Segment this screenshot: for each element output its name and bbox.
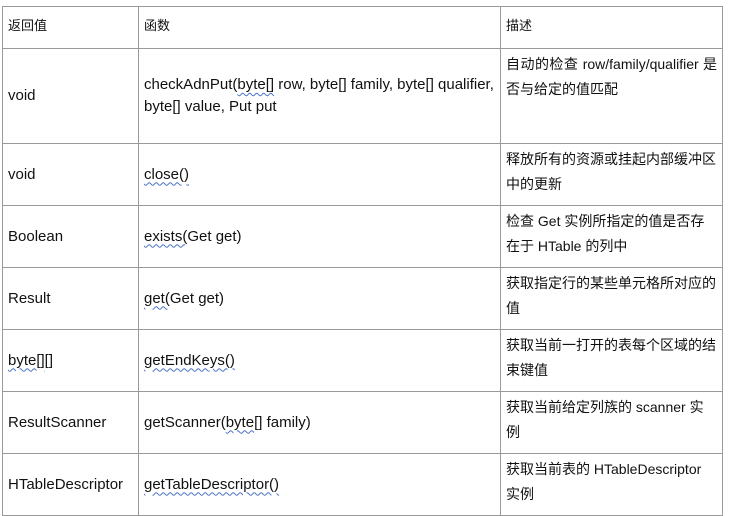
method-link-getendkeys[interactable]: getEndKeys() <box>144 351 235 369</box>
description-cell: 获取指定行的某些单元格所对应的值 <box>500 267 723 330</box>
return-type-cell: void <box>2 48 139 144</box>
table-row: void checkAdnPut(byte[] row, byte[] fami… <box>2 48 723 144</box>
table-row: byte[][] getEndKeys() 获取当前一打开的表每个区域的结束键值 <box>2 329 723 392</box>
description-cell: 自动的检查 row/family/qualifier 是否与给定的值匹配 <box>500 48 723 144</box>
function-params: Get get) <box>169 289 225 307</box>
function-params: family) <box>262 413 311 431</box>
return-type: ResultScanner <box>8 413 107 431</box>
return-type: void <box>8 87 36 104</box>
function-signature: getScanner( <box>144 413 226 431</box>
header-row: 返回值 函数 描述 <box>2 6 723 49</box>
return-type: void <box>8 165 36 183</box>
header-return-value: 返回值 <box>2 6 139 49</box>
table-row: Result get(Get get) 获取指定行的某些单元格所对应的值 <box>2 267 723 330</box>
method-link-gettabledescriptor[interactable]: getTableDescriptor() <box>144 475 280 493</box>
function-cell: getScanner(byte[] family) <box>138 391 501 454</box>
return-type-link[interactable]: byte[][] <box>8 351 54 369</box>
function-cell: checkAdnPut(byte[] row, byte[] family, b… <box>138 48 501 144</box>
description-cell: 释放所有的资源或挂起内部缓冲区中的更新 <box>500 143 723 206</box>
function-cell: getEndKeys() <box>138 329 501 392</box>
header-function: 函数 <box>138 6 501 49</box>
function-cell: exists(Get get) <box>138 205 501 268</box>
type-link[interactable]: byte[] <box>225 413 263 431</box>
method-link-get[interactable]: get( <box>144 289 170 307</box>
api-method-table: 返回值 函数 描述 void checkAdnPut(byte[] row, b… <box>2 6 723 516</box>
return-type: Boolean <box>8 227 64 245</box>
table-row: void close() 释放所有的资源或挂起内部缓冲区中的更新 <box>2 143 723 206</box>
table-row: HTableDescriptor getTableDescriptor() 获取… <box>2 453 723 516</box>
description-cell: 获取当前表的 HTableDescriptor 实例 <box>500 453 723 516</box>
return-type-cell: void <box>2 143 139 206</box>
table-row: ResultScanner getScanner(byte[] family) … <box>2 391 723 454</box>
description-cell: 获取当前一打开的表每个区域的结束键值 <box>500 329 723 392</box>
type-link[interactable]: byte[] <box>237 76 275 93</box>
return-type-cell: ResultScanner <box>2 391 139 454</box>
function-params: Get get) <box>187 227 242 245</box>
description-cell: 检查 Get 实例所指定的值是否存在于 HTable 的列中 <box>500 205 723 268</box>
return-type-cell: byte[][] <box>2 329 139 392</box>
function-params: row, byte[] family, byte[] qualifier, by… <box>144 76 494 115</box>
return-type-cell: HTableDescriptor <box>2 453 139 516</box>
table-row: Boolean exists(Get get) 检查 Get 实例所指定的值是否… <box>2 205 723 268</box>
function-cell: get(Get get) <box>138 267 501 330</box>
return-type-cell: Boolean <box>2 205 139 268</box>
return-type: Result <box>8 289 51 307</box>
method-link-close[interactable]: close() <box>144 165 190 183</box>
return-type-cell: Result <box>2 267 139 330</box>
function-cell: getTableDescriptor() <box>138 453 501 516</box>
function-signature: checkAdnPut( <box>144 76 238 93</box>
function-cell: close() <box>138 143 501 206</box>
method-link-exists[interactable]: exists( <box>144 227 188 245</box>
return-type: HTableDescriptor <box>8 475 124 493</box>
description-cell: 获取当前给定列族的 scanner 实例 <box>500 391 723 454</box>
header-description: 描述 <box>500 6 723 49</box>
